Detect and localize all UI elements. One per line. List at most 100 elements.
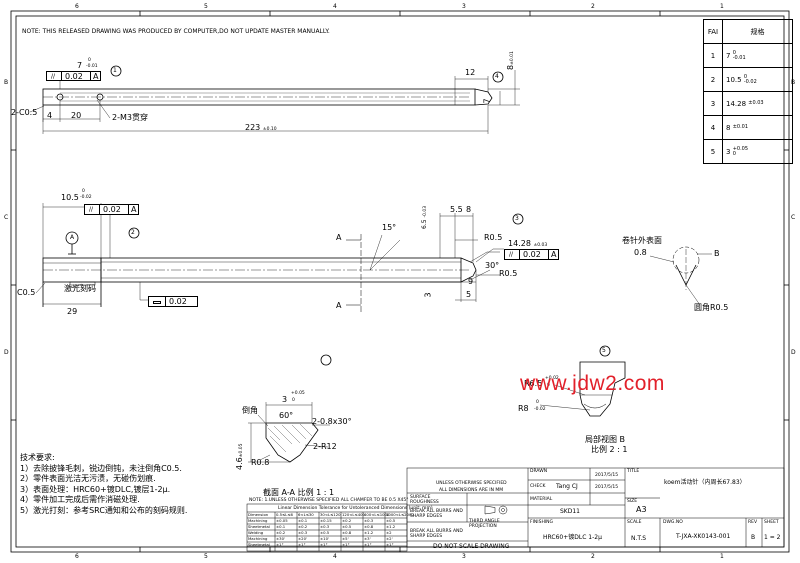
flatness-icon: [153, 301, 161, 304]
front-view-geometry: [35, 203, 524, 314]
note-1: 1）去除披锋毛刺，锐边倒钝，未注倒角C0.5.: [20, 463, 182, 473]
front-dim-1428: 14.28 ±0.03: [508, 239, 548, 248]
tolerance-cell: Machining: [248, 536, 268, 541]
tolerance-cell: ±0.8: [364, 524, 374, 529]
check-date: 2017/5/15: [595, 485, 619, 490]
zone-row-b: B: [4, 79, 9, 86]
tolerance-cell: ±0.05: [276, 518, 288, 523]
size-label: SIZE: [627, 499, 638, 504]
tolerance-cell: ±1°: [364, 542, 372, 547]
surface-roughness: SURFACE ROUGHNESS: [410, 495, 439, 505]
section-angle-60: 60°: [279, 411, 294, 420]
front-balloon-3: 3: [515, 215, 519, 222]
check-name: Tang CJ: [556, 483, 578, 490]
fai-spec-3: 14.28 ±0.03: [722, 91, 793, 116]
section-chamfer-label: 倒角: [242, 406, 258, 415]
tolerance-cell: ±1.2: [364, 530, 374, 535]
zone-col-1: 1: [720, 3, 724, 10]
front-dim-29: 29: [67, 307, 78, 316]
spec-header: 规格: [722, 19, 793, 44]
front-fcf-symbol: //: [89, 206, 94, 213]
detail-r65: R6.5: [524, 379, 543, 388]
tolerance-cell: ±0.5: [386, 518, 396, 523]
tolerance-cell: Machining: [248, 518, 268, 523]
material-value: SKD11: [560, 508, 580, 515]
finishing-label: FINISHING: [530, 520, 554, 525]
zone-col-5-bottom: 5: [204, 553, 208, 560]
sheet-label: SHEET: [764, 520, 779, 525]
section-dim-46: 4.6±0.05: [235, 443, 244, 470]
tolerance-cell: ±1°: [342, 542, 350, 547]
section-dim-3-lower: 0: [292, 398, 295, 403]
detail-round-r05: 圆角R0.5: [694, 303, 729, 312]
tolerance-cell: ±10': [320, 536, 330, 541]
check-label: CHECK: [530, 484, 546, 489]
top-chamfer: 2-C0.5: [11, 108, 38, 117]
note-3: 3）表面处理：HRC60+镀DLC,镀层1-2μ.: [20, 484, 171, 494]
top-fcf-symbol: //: [51, 73, 56, 80]
fai-header: FAI: [703, 19, 723, 44]
tolerance-header-cell: 1000<L≤2000: [386, 512, 414, 517]
note-2: 2）零件表面光洁无污渍，无碰伤划痕.: [20, 474, 156, 484]
front-fcf2-symbol: //: [509, 251, 514, 258]
tolerance-cell: ±20': [298, 536, 308, 541]
tolerance-cell: ±0.3: [298, 530, 308, 535]
zone-col-5: 5: [204, 3, 208, 10]
front-fcf: // 0.02 A: [84, 204, 139, 215]
fai-spec-4: 8 ±0.01: [722, 115, 793, 140]
tolerance-table-grid: [246, 503, 408, 552]
tolerance-cell: ±0.2: [342, 518, 352, 523]
title-block-grid: [406, 467, 785, 548]
detail-r8-lower: -0.02: [534, 407, 546, 412]
size-value: A3: [636, 505, 647, 514]
tolerance-cell: ±30': [276, 536, 286, 541]
tolerance-cell: ±0.1: [298, 518, 308, 523]
detail-outer-surface-label: 卷针外表面: [622, 236, 662, 245]
rev-label: REV: [748, 520, 758, 525]
all-dims-mm: ALL DIMENSIONS ARE IN MM: [439, 488, 504, 493]
front-r05-a: R0.5: [484, 233, 503, 242]
rev-value: B: [751, 534, 756, 541]
tolerance-cell: ±0.2: [298, 524, 308, 529]
section-a-geometry: [248, 354, 332, 463]
top-dim-223: 223 ±0.10: [245, 123, 277, 132]
technical-notes: 技术要求: 1）去除披锋毛刺，锐边倒钝，未注倒角C0.5. 2）零件表面光洁无污…: [20, 453, 187, 517]
tolerance-cell: ±0.2: [276, 530, 286, 535]
section-mark-a-top: A: [336, 233, 342, 242]
fai-no-5: 5: [703, 139, 723, 164]
flatness-value: 0.02: [169, 297, 187, 306]
front-dim-5: 5: [466, 290, 472, 299]
front-fcf2-datum: A: [551, 250, 557, 259]
scale-value: N.T.S: [631, 535, 647, 542]
front-dim-105-lower: -0.02: [80, 195, 92, 200]
tolerance-caption: NOTE: 1.UNLESS OTHERWISE SPECIFIED ALL C…: [249, 498, 409, 503]
material-label: MATERIAL: [530, 497, 553, 502]
zone-col-3-bottom: 3: [462, 553, 466, 560]
tolerance-cell: ±0.3: [320, 524, 330, 529]
front-dim-65: 6.5 -0.03: [421, 205, 428, 229]
dwg-no-label: DWG.NO: [663, 520, 683, 525]
front-dim-3: 3: [423, 292, 433, 298]
front-fcf-2: // 0.02 A: [504, 249, 559, 260]
tolerance-cell: ±2: [386, 530, 392, 535]
front-dim-105-upper: 0: [82, 189, 85, 194]
fai-no-3: 3: [703, 91, 723, 116]
detail-r65-lower: 0: [547, 383, 550, 388]
front-dim-9: 9: [468, 277, 474, 286]
detail-r8: R8: [518, 404, 529, 413]
tolerance-cell: ±0.5: [320, 530, 330, 535]
fai-table: FAI 规格 1 7 0-0.01 2 10.5 0-0.02 3 14.28 …: [703, 19, 793, 164]
front-laser-mark: 激光刻码: [64, 284, 96, 293]
tolerance-cell: Sheetmetal: [248, 524, 270, 529]
zone-col-6: 6: [75, 3, 79, 10]
top-dim-12: 12: [465, 68, 476, 77]
title-label: TITLE: [627, 469, 640, 474]
tolerance-cell: ±0.5: [342, 524, 352, 529]
top-balloon-4: 4: [495, 73, 499, 80]
front-dim-55: 5.5: [450, 205, 463, 214]
top-dim-7-upper: 0: [88, 58, 91, 63]
tolerance-header-cell: 120<L≤400: [342, 512, 365, 517]
do-not-scale: DO NOT SCALE DRAWING: [433, 543, 510, 550]
zone-row-d-right: D: [791, 349, 796, 356]
